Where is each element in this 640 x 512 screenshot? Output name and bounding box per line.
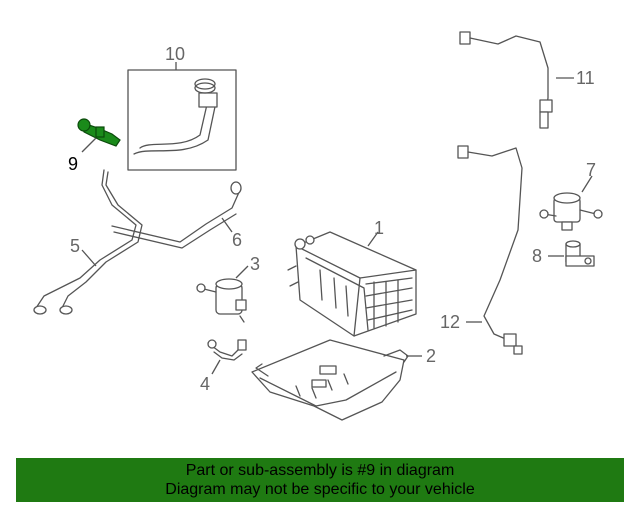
part-9-valve[interactable] bbox=[77, 118, 121, 147]
callout-9: 9 bbox=[68, 154, 78, 174]
callout-12: 12 bbox=[440, 312, 460, 332]
part-4-hose bbox=[207, 339, 247, 361]
leader-3 bbox=[235, 265, 249, 279]
info-banner: Part or sub-assembly is #9 in diagram Di… bbox=[16, 458, 624, 502]
callout-11: 11 bbox=[576, 68, 595, 88]
callout-6: 6 bbox=[232, 230, 242, 250]
leader-5 bbox=[81, 249, 97, 267]
banner-line-disclaimer: Diagram may not be specific to your vehi… bbox=[165, 481, 475, 498]
leader-4 bbox=[211, 359, 221, 375]
callout-1: 1 bbox=[374, 218, 384, 238]
banner-line-part-number: Part or sub-assembly is #9 in diagram bbox=[185, 462, 455, 479]
callout-4: 4 bbox=[200, 374, 210, 394]
part-7-valve bbox=[539, 192, 603, 231]
part-8-fitting bbox=[565, 240, 595, 267]
part-3-valve bbox=[196, 278, 247, 323]
leader-7 bbox=[581, 175, 593, 193]
callout-8: 8 bbox=[532, 246, 542, 266]
part-1-canister bbox=[287, 231, 417, 337]
part-5-lines bbox=[33, 169, 242, 315]
leader-6 bbox=[221, 217, 233, 233]
callout-5: 5 bbox=[70, 236, 80, 256]
part-11-sensor bbox=[459, 31, 553, 129]
leader-1 bbox=[367, 231, 379, 247]
callout-2: 2 bbox=[426, 346, 436, 366]
leader-9 bbox=[81, 137, 97, 153]
part-2-bracket bbox=[251, 339, 409, 421]
callout-10: 10 bbox=[165, 44, 185, 64]
callout-3: 3 bbox=[250, 254, 260, 274]
callout-7: 7 bbox=[586, 160, 596, 180]
part-12-sensor bbox=[457, 145, 523, 355]
part-10-hose bbox=[127, 69, 237, 171]
